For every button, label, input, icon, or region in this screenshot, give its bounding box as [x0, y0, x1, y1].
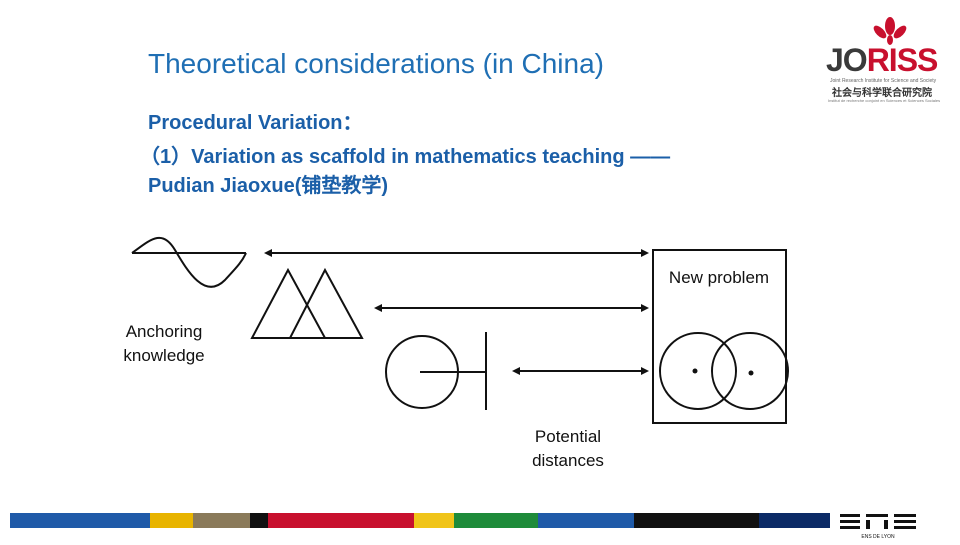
stripe-navy [759, 513, 830, 528]
pudian-jiaoxue-line: Pudian Jiaoxue(铺垫教学) [148, 175, 389, 197]
arrow-bottom [512, 367, 649, 375]
stripe-green [454, 513, 538, 528]
ens-logo: ENS DE LYON [840, 512, 918, 540]
stripe-gold [414, 513, 454, 528]
stripe-brown [193, 513, 250, 528]
triangle-right-shape [288, 267, 364, 339]
procedural-variation-heading: Procedural Variation： [148, 112, 363, 134]
new-problem-circle-right [711, 332, 789, 410]
arrow-top [264, 249, 649, 257]
potential-distances-label: Potential distances [532, 427, 604, 470]
joriss-subtitle-fr: Institut de recherche conjoint en Scienc… [828, 98, 941, 103]
center-dot-right [748, 370, 754, 376]
joriss-wordmark: JORISS [826, 42, 938, 78]
stripe-blue-1 [10, 513, 150, 528]
stripe-yellow [150, 513, 193, 528]
stripe-black-1 [250, 513, 268, 528]
new-problem-label: New problem [668, 268, 770, 287]
svg-text:ENS DE LYON: ENS DE LYON [861, 534, 895, 540]
joriss-subtitle-en: Joint Research Institute for Science and… [830, 78, 937, 84]
joriss-subtitle-cn: 社会与科学联合研究院 [832, 88, 932, 99]
arrow-middle [374, 304, 649, 312]
joriss-logo: JORISS Joint Research Institute for Scie… [826, 16, 942, 108]
variation-scaffold-line: （1）Variation as scaffold in mathematics … [140, 146, 671, 168]
new-problem-circle-left [659, 332, 737, 410]
anchoring-wave-shape [131, 236, 247, 288]
joriss-flower-icon [873, 17, 907, 45]
center-dot-left [692, 368, 698, 374]
footer-color-stripes [10, 513, 830, 528]
new-problem-box [652, 249, 787, 424]
triangle-left-shape [250, 267, 327, 339]
stripe-red [268, 513, 414, 528]
stripe-black-2 [634, 513, 759, 528]
ens-logo-icon: ENS DE LYON [840, 514, 916, 540]
stripe-blue-2 [538, 513, 634, 528]
slide-title: Theoretical considerations (in China) [148, 48, 604, 79]
anchoring-knowledge-label: Anchoring knowledge [123, 322, 205, 365]
